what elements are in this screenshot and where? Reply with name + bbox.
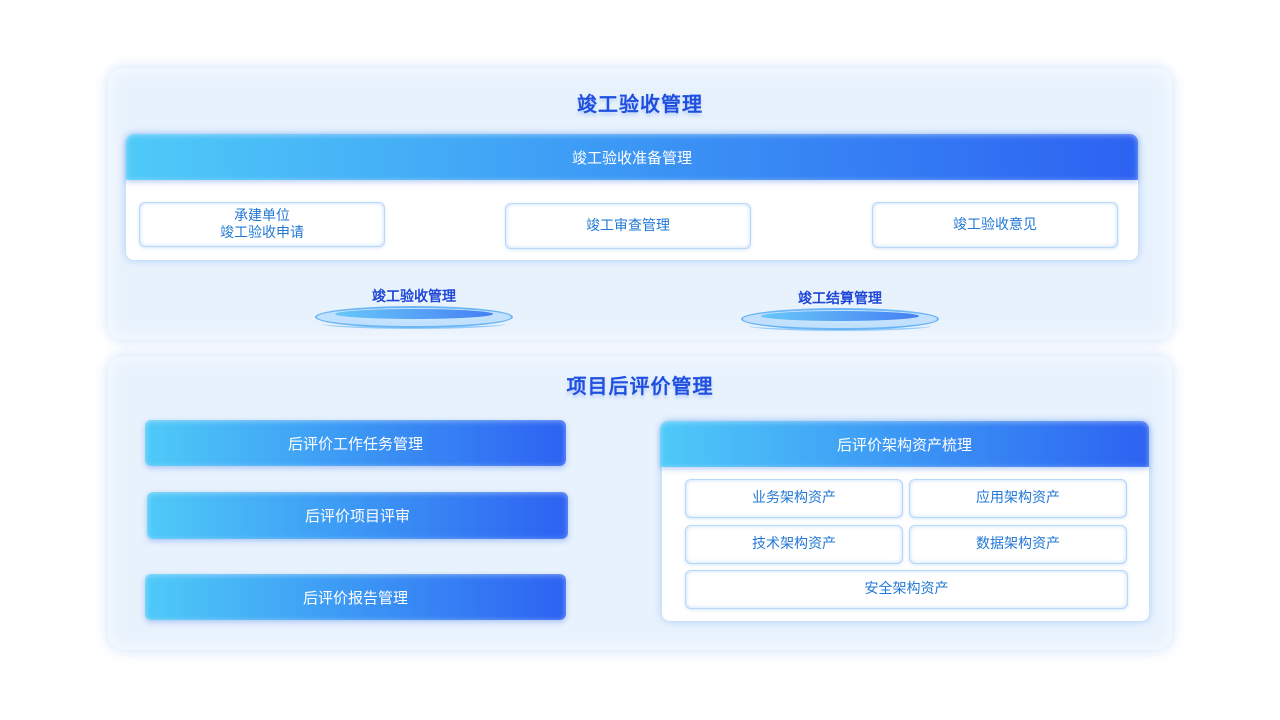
disc-base-icon: [323, 319, 505, 329]
cell-line: 承建单位: [234, 207, 290, 224]
acceptance-management-module[interactable]: 竣工验收管理: [315, 286, 513, 342]
post-eval-task-bar[interactable]: 后评价工作任务管理: [145, 420, 566, 466]
acceptance-prep-bar[interactable]: 竣工验收准备管理: [126, 134, 1138, 180]
cell-line: 竣工验收申请: [220, 224, 304, 241]
completion-review-management[interactable]: 竣工审查管理: [505, 203, 751, 249]
business-architecture-asset[interactable]: 业务架构资产: [685, 479, 903, 518]
application-architecture-asset[interactable]: 应用架构资产: [909, 479, 1127, 518]
post-eval-report-bar[interactable]: 后评价报告管理: [145, 574, 566, 620]
disc-label: 竣工结算管理: [798, 291, 882, 307]
post-eval-project-review-bar[interactable]: 后评价项目评审: [147, 492, 568, 539]
disc-core-icon: [761, 311, 919, 321]
architecture-asset-bar[interactable]: 后评价架构资产梳理: [660, 421, 1149, 467]
contractor-acceptance-application[interactable]: 承建单位 竣工验收申请: [139, 202, 385, 247]
security-architecture-asset[interactable]: 安全架构资产: [685, 570, 1128, 609]
data-architecture-asset[interactable]: 数据架构资产: [909, 525, 1127, 564]
settlement-management-module[interactable]: 竣工结算管理: [741, 288, 939, 344]
disc-core-icon: [335, 309, 493, 319]
completion-acceptance-title: 竣工验收管理: [577, 92, 703, 116]
disc-label: 竣工验收管理: [372, 289, 456, 305]
disc-base-icon: [749, 321, 931, 331]
technology-architecture-asset[interactable]: 技术架构资产: [685, 525, 903, 564]
post-evaluation-title: 项目后评价管理: [566, 374, 714, 398]
completion-acceptance-opinion[interactable]: 竣工验收意见: [872, 202, 1118, 248]
